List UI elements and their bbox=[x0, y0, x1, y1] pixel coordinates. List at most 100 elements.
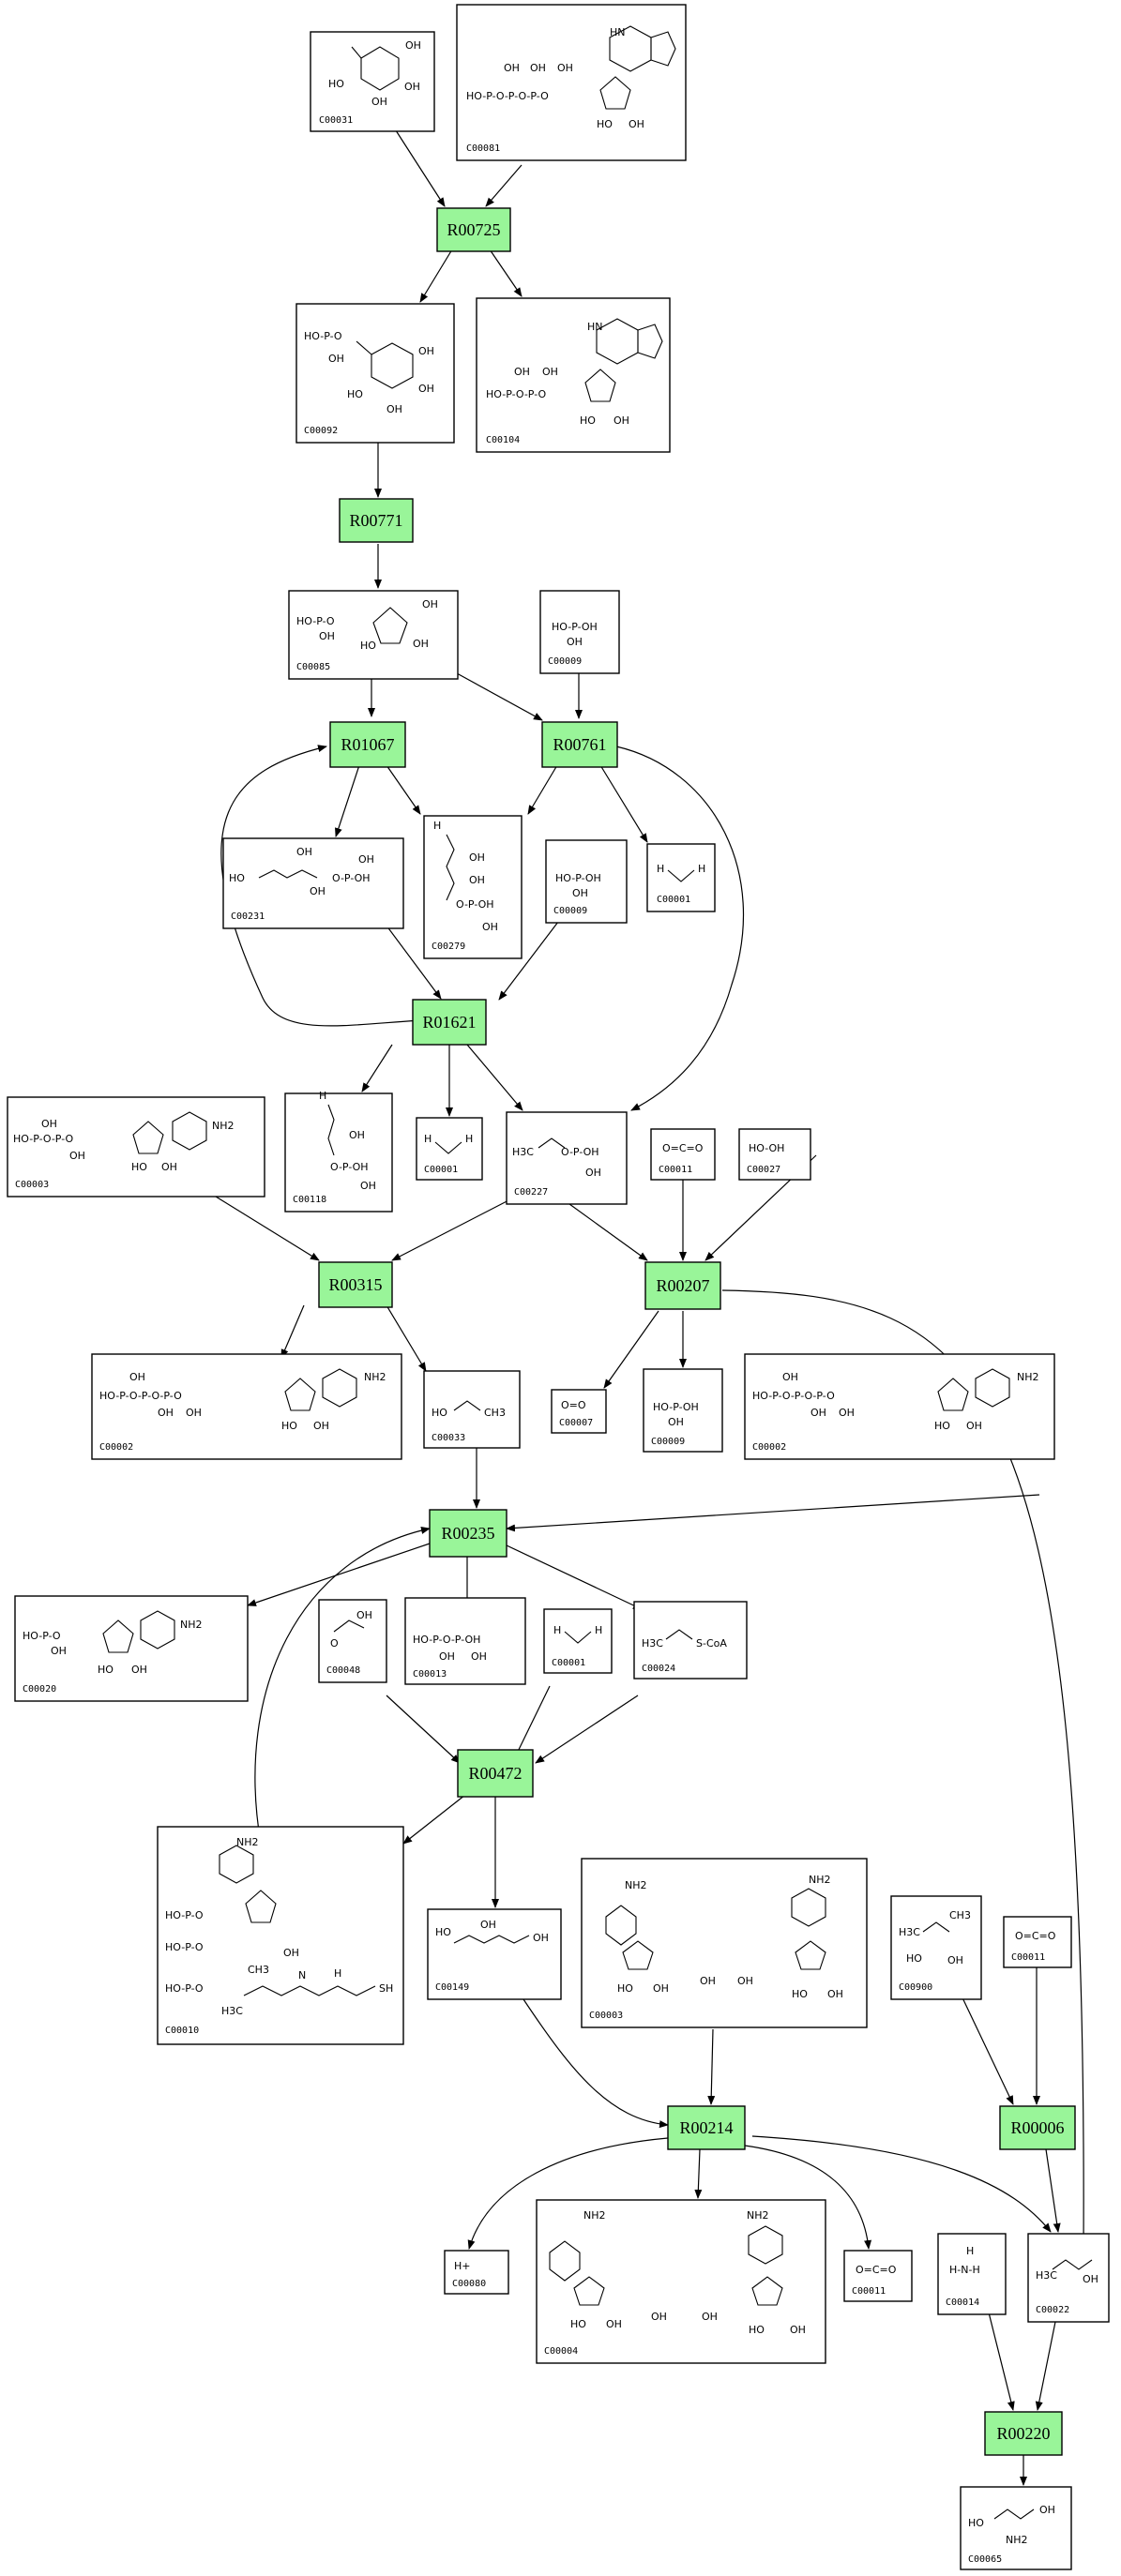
structure-c00080: H+ bbox=[454, 2260, 471, 2272]
compound-c00024[interactable]: H3C S-CoA C00024 bbox=[633, 1601, 748, 1680]
svg-text:C00001: C00001 bbox=[657, 895, 690, 905]
compound-c00118[interactable]: H OH O-P-OH OH C00118 bbox=[284, 1090, 393, 1213]
svg-text:HO: HO bbox=[792, 1988, 808, 2000]
svg-text:R01621: R01621 bbox=[422, 1013, 476, 1032]
svg-text:C00031: C00031 bbox=[319, 115, 353, 126]
compound-c00031[interactable]: OH HO OH OH C00031 bbox=[310, 31, 435, 132]
structure-c00031: OH HO OH OH bbox=[328, 39, 421, 108]
compound-c00011-c[interactable]: O=C=O C00011 bbox=[843, 2250, 913, 2302]
compound-c00033[interactable]: HO CH3 C00033 bbox=[423, 1370, 521, 1449]
svg-text:OH: OH bbox=[371, 96, 387, 108]
reaction-r00761[interactable]: R00761 bbox=[541, 721, 618, 768]
compound-c00011-b[interactable]: O=C=O C00011 bbox=[1003, 1916, 1072, 1968]
compound-c00022[interactable]: H3C OH C00022 bbox=[1027, 2233, 1110, 2323]
compound-c00001-c[interactable]: H H C00001 bbox=[543, 1608, 613, 1674]
svg-text:OH: OH bbox=[422, 598, 438, 610]
svg-text:OH: OH bbox=[504, 62, 520, 74]
reaction-r00771[interactable]: R00771 bbox=[339, 498, 414, 543]
svg-text:OH: OH bbox=[782, 1371, 798, 1383]
svg-text:OH: OH bbox=[810, 1407, 826, 1419]
compound-c00085[interactable]: HO-P-O OH OH HO OH C00085 bbox=[288, 590, 459, 680]
svg-text:CH3: CH3 bbox=[484, 1407, 506, 1419]
svg-text:HO-P-O-P-O: HO-P-O-P-O bbox=[13, 1133, 73, 1145]
structure-c00022: H3C OH bbox=[1036, 2259, 1098, 2285]
svg-text:O=C=O: O=C=O bbox=[1015, 1930, 1056, 1942]
svg-text:HO: HO bbox=[749, 2324, 765, 2336]
edges bbox=[215, 127, 1088, 2486]
compound-c00001-b[interactable]: H H C00001 bbox=[416, 1117, 483, 1181]
svg-text:OH: OH bbox=[533, 1932, 549, 1944]
structure-c00279: H OH OH O-P-OH OH bbox=[433, 820, 498, 933]
compound-c00080[interactable]: H+ C00080 bbox=[444, 2250, 509, 2295]
svg-text:HO-P-O: HO-P-O bbox=[165, 1909, 204, 1921]
compound-c00065[interactable]: HO OH NH2 C00065 bbox=[960, 2486, 1072, 2570]
compound-c00092[interactable]: HO-P-O OH HO OH OH OH C00092 bbox=[295, 303, 455, 444]
reaction-r00006[interactable]: R00006 bbox=[999, 2105, 1076, 2150]
svg-text:OH: OH bbox=[585, 1167, 601, 1179]
svg-text:NH2: NH2 bbox=[625, 1879, 647, 1891]
compound-c00003-a[interactable]: HO-P-O-P-O OH OH NH2 HO OH C00003 bbox=[7, 1096, 265, 1198]
structure-c00900: H3C CH3 HO OH bbox=[899, 1909, 971, 1966]
compound-c00279[interactable]: H OH OH O-P-OH OH C00279 bbox=[423, 815, 523, 959]
reaction-r00207[interactable]: R00207 bbox=[644, 1261, 721, 1310]
reaction-r00214[interactable]: R00214 bbox=[667, 2105, 746, 2150]
svg-text:HO: HO bbox=[131, 1161, 147, 1173]
svg-text:O=C=O: O=C=O bbox=[856, 2264, 897, 2276]
svg-text:H: H bbox=[553, 1624, 561, 1636]
compound-c00048[interactable]: OH O C00048 bbox=[318, 1599, 387, 1683]
compound-c00009-c[interactable]: HO-P-OH OH C00009 bbox=[643, 1368, 723, 1453]
svg-text:C00085: C00085 bbox=[296, 662, 330, 672]
compound-c00900[interactable]: H3C CH3 HO OH C00900 bbox=[890, 1895, 982, 2000]
compound-c00003-b[interactable]: NH2 NH2 HO OH OH OH HO OH C00003 bbox=[581, 1858, 868, 2028]
reaction-r00220[interactable]: R00220 bbox=[984, 2411, 1063, 2456]
compound-c00104[interactable]: HN OH OH HO-P-O-P-O HO OH C00104 bbox=[476, 297, 671, 453]
svg-text:OH: OH bbox=[651, 2311, 667, 2323]
compound-c00001-a[interactable]: H H C00001 bbox=[646, 843, 716, 912]
svg-text:C00014: C00014 bbox=[946, 2297, 979, 2308]
reaction-r00725[interactable]: R00725 bbox=[436, 207, 511, 252]
svg-text:OH: OH bbox=[131, 1664, 147, 1676]
compound-c00013[interactable]: HO-P-O-P-OH OH OH C00013 bbox=[404, 1597, 526, 1685]
compound-c00014[interactable]: H H-N-H C00014 bbox=[937, 2233, 1007, 2315]
structure-c00227: H3C O-P-OH OH bbox=[512, 1137, 601, 1179]
svg-text:OH: OH bbox=[439, 1650, 455, 1663]
svg-text:HO-P-O-P-OH: HO-P-O-P-OH bbox=[413, 1634, 480, 1646]
compound-c00004[interactable]: NH2 NH2 HO OH OH OH HO OH C00004 bbox=[536, 2199, 826, 2364]
compound-c00027[interactable]: HO-OH C00027 bbox=[738, 1128, 811, 1181]
svg-text:HO-P-O: HO-P-O bbox=[165, 1941, 204, 1953]
svg-text:HO-P-O-P-O-P-O: HO-P-O-P-O-P-O bbox=[752, 1390, 835, 1402]
svg-text:H3C: H3C bbox=[512, 1146, 534, 1158]
compound-c00011-a[interactable]: O=C=O C00011 bbox=[650, 1128, 716, 1181]
reaction-r00235[interactable]: R00235 bbox=[429, 1509, 507, 1558]
compound-c00009-b[interactable]: HO-P-OH OH C00009 bbox=[545, 839, 628, 924]
svg-text:OH: OH bbox=[606, 2318, 622, 2330]
reaction-r00315[interactable]: R00315 bbox=[318, 1261, 393, 1308]
compound-c00231[interactable]: HO OH OH O-P-OH OH C00231 bbox=[222, 837, 404, 929]
svg-text:N: N bbox=[298, 1969, 306, 1981]
svg-text:HO-P-OH: HO-P-OH bbox=[653, 1401, 699, 1413]
svg-text:HO-P-O: HO-P-O bbox=[165, 1982, 204, 1995]
svg-text:OH: OH bbox=[283, 1947, 299, 1959]
structure-c00010: NH2 HO-P-O HO-P-O HO-P-O OH H3C CH3 N H … bbox=[165, 1836, 393, 2017]
reaction-r00472[interactable]: R00472 bbox=[457, 1749, 534, 1798]
svg-text:HO-P-O-P-O-P-O: HO-P-O-P-O-P-O bbox=[466, 90, 549, 102]
compound-c00002-b[interactable]: HO-P-O-P-O-P-O OH OH OH NH2 HO OH C00002 bbox=[744, 1353, 1055, 1460]
reaction-r01067[interactable]: R01067 bbox=[329, 721, 406, 768]
svg-text:H3C: H3C bbox=[642, 1637, 663, 1650]
compound-c00002-a[interactable]: HO-P-O-P-O-P-O OH OH OH NH2 HO OH C00002 bbox=[91, 1353, 402, 1460]
reaction-r01621[interactable]: R01621 bbox=[412, 999, 487, 1046]
compound-c00149[interactable]: HO OH OH C00149 bbox=[427, 1908, 562, 2000]
compound-c00009-a[interactable]: HO-P-OH OH C00009 bbox=[539, 590, 620, 674]
svg-text:NH2: NH2 bbox=[809, 1874, 831, 1886]
svg-text:HO-P-OH: HO-P-OH bbox=[552, 621, 598, 633]
svg-text:C00081: C00081 bbox=[466, 143, 500, 154]
svg-text:O=O: O=O bbox=[561, 1399, 586, 1411]
compound-c00007[interactable]: O=O C00007 bbox=[551, 1389, 607, 1434]
structure-c00002-a: HO-P-O-P-O-P-O OH OH OH NH2 HO OH bbox=[99, 1368, 386, 1432]
compound-c00081[interactable]: HN OH OH OH HO-P-O-P-O-P-O HO OH C00081 bbox=[456, 4, 687, 161]
svg-text:OH: OH bbox=[1083, 2273, 1098, 2285]
compound-c00010[interactable]: NH2 HO-P-O HO-P-O HO-P-O OH H3C CH3 N H … bbox=[157, 1826, 404, 2045]
compound-c00227[interactable]: H3C O-P-OH OH C00227 bbox=[506, 1111, 628, 1205]
compound-c00020[interactable]: HO-P-O OH NH2 HO OH C00020 bbox=[14, 1595, 249, 1702]
